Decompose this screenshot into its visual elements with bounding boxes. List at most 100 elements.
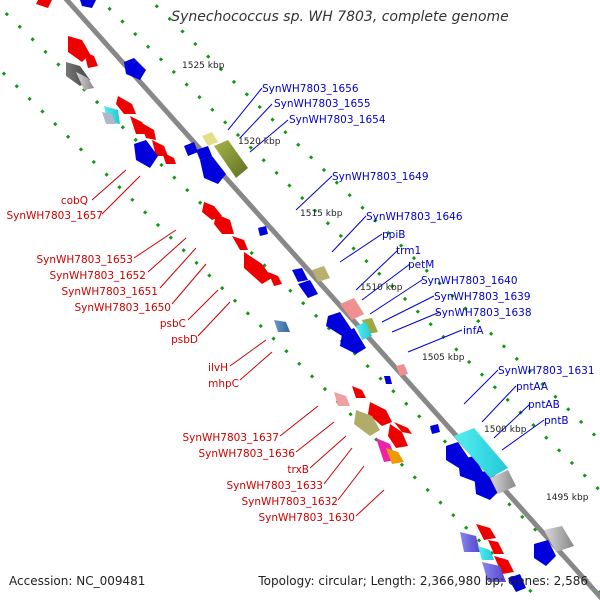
- gene-reverse[interactable]: [368, 402, 392, 426]
- gene-reverse[interactable]: [152, 140, 168, 156]
- reverse-gene-label[interactable]: ilvH: [208, 362, 228, 374]
- forward-gene-label[interactable]: SynWH7803_1656: [262, 83, 359, 95]
- reverse-gene-label[interactable]: SynWH7803_1636: [198, 448, 295, 460]
- gene-forward-khaki[interactable]: [202, 132, 218, 146]
- gene-reverse[interactable]: [116, 96, 136, 114]
- gene-reverse[interactable]: [352, 386, 366, 398]
- gene-forward[interactable]: [298, 280, 318, 298]
- gene-forward[interactable]: [134, 140, 158, 168]
- reverse-gene-label[interactable]: mhpC: [208, 378, 239, 390]
- reverse-gene-label[interactable]: trxB: [287, 464, 309, 476]
- reverse-gene-label[interactable]: psbD: [171, 334, 198, 346]
- gene-reverse[interactable]: [68, 36, 90, 62]
- gene-reverse-steel[interactable]: [274, 320, 290, 332]
- gene-reverse[interactable]: [268, 272, 282, 286]
- forward-gene-label[interactable]: ppiB: [382, 229, 405, 241]
- scale-label: 1515 kbp: [300, 209, 343, 219]
- gene-forward[interactable]: [340, 328, 366, 354]
- gene-reverse[interactable]: [140, 122, 156, 140]
- reverse-gene-label[interactable]: psbC: [160, 318, 186, 330]
- gene-forward[interactable]: [124, 58, 146, 80]
- forward-leader-lines: [227, 87, 545, 451]
- reverse-gene-label[interactable]: cobQ: [61, 195, 88, 207]
- reverse-gene-label[interactable]: SynWH7803_1637: [182, 432, 279, 444]
- reverse-gene-label[interactable]: SynWH7803_1651: [61, 286, 158, 298]
- forward-gene-label[interactable]: SynWH7803_1655: [274, 98, 371, 110]
- reverse-gene-label[interactable]: SynWH7803_1632: [241, 496, 338, 508]
- scale-label: 1510 kbp: [360, 283, 403, 293]
- gene-forward[interactable]: [534, 540, 556, 566]
- gene-forward-cyan[interactable]: [454, 428, 508, 478]
- gene-reverse-purple[interactable]: [460, 532, 480, 552]
- gene-reverse[interactable]: [476, 524, 496, 540]
- gc-content-track-outer: [98, 0, 600, 493]
- gene-forward[interactable]: [384, 376, 392, 384]
- gene-reverse[interactable]: [84, 52, 98, 68]
- forward-gene-label[interactable]: pntAA: [516, 381, 549, 393]
- gene-reverse[interactable]: [394, 422, 412, 434]
- reverse-gene-label[interactable]: SynWH7803_1657: [6, 210, 103, 222]
- reverse-gene-label[interactable]: SynWH7803_1650: [74, 302, 171, 314]
- reverse-gene-label[interactable]: SynWH7803_1653: [36, 254, 133, 266]
- gene-forward[interactable]: [326, 312, 352, 336]
- gene-forward[interactable]: [200, 156, 226, 184]
- reverse-gene-label[interactable]: SynWH7803_1652: [49, 270, 146, 282]
- gene-forward-pink[interactable]: [340, 298, 364, 320]
- gene-reverse[interactable]: [162, 152, 176, 164]
- gene-reverse-pink[interactable]: [334, 392, 350, 406]
- gene-forward-olive[interactable]: [214, 140, 248, 178]
- gene-forward-khaki[interactable]: [312, 266, 330, 282]
- gene-reverse[interactable]: [388, 424, 408, 448]
- forward-gene-label[interactable]: SynWH7803_1638: [435, 307, 532, 319]
- gene-reverse[interactable]: [244, 252, 272, 284]
- gene-forward[interactable]: [184, 142, 198, 156]
- scale-label: 1500 kbp: [484, 425, 527, 435]
- gene-reverse-cyan[interactable]: [478, 546, 494, 560]
- forward-gene-label[interactable]: SynWH7803_1640: [421, 275, 518, 287]
- gene-reverse[interactable]: [214, 214, 234, 234]
- reverse-gene-label[interactable]: SynWH7803_1630: [258, 512, 355, 524]
- scale-label: 1520 kbp: [238, 137, 281, 147]
- forward-gene-label[interactable]: trm1: [396, 245, 421, 257]
- reverse-leader-lines: [91, 169, 385, 517]
- gene-forward[interactable]: [196, 146, 212, 160]
- gene-forward-grey[interactable]: [544, 526, 574, 552]
- forward-gene-label[interactable]: infA: [463, 325, 484, 337]
- topology-label: Topology: circular; Length: 2,366,980 bp…: [258, 574, 588, 588]
- gene-reverse-grey[interactable]: [102, 112, 116, 124]
- forward-gene-label[interactable]: SynWH7803_1639: [434, 291, 531, 303]
- gene-reverse-orange[interactable]: [386, 448, 404, 464]
- gene-forward[interactable]: [258, 226, 268, 236]
- forward-gene-label[interactable]: pntB: [544, 415, 569, 427]
- forward-gene-label[interactable]: pntAB: [528, 399, 560, 411]
- scale-label: 1505 kbp: [422, 353, 465, 363]
- gene-reverse[interactable]: [36, 0, 52, 8]
- gene-forward-pink[interactable]: [396, 364, 408, 376]
- map-title: Synechococcus sp. WH 7803, complete geno…: [171, 9, 509, 25]
- forward-gene-label[interactable]: SynWH7803_1646: [366, 211, 463, 223]
- gene-reverse[interactable]: [232, 236, 248, 250]
- gene-forward[interactable]: [508, 574, 526, 592]
- gene-reverse-grey[interactable]: [76, 72, 94, 90]
- gene-forward[interactable]: [292, 268, 308, 282]
- reverse-gene-label[interactable]: SynWH7803_1633: [226, 480, 323, 492]
- forward-gene-label[interactable]: SynWH7803_1631: [498, 365, 595, 377]
- gene-forward-cyan[interactable]: [356, 322, 372, 340]
- scale-label: 1525 kbp: [182, 61, 225, 71]
- gene-forward-grey[interactable]: [490, 470, 516, 494]
- forward-gene-label[interactable]: petM: [408, 259, 434, 271]
- forward-gene-label[interactable]: SynWH7803_1649: [332, 171, 429, 183]
- gene-reverse-purple[interactable]: [482, 562, 506, 582]
- reverse-strand-genes: [36, 0, 514, 574]
- accession-label: Accession: NC_009481: [9, 574, 146, 588]
- gene-forward[interactable]: [430, 424, 440, 434]
- scale-label: 1495 kbp: [546, 493, 589, 503]
- gene-reverse[interactable]: [494, 556, 514, 574]
- forward-gene-label[interactable]: SynWH7803_1654: [289, 114, 386, 126]
- gene-reverse-olive[interactable]: [354, 410, 380, 436]
- genome-backbone: [63, 0, 600, 600]
- gene-reverse[interactable]: [488, 540, 504, 554]
- gene-forward[interactable]: [80, 0, 96, 8]
